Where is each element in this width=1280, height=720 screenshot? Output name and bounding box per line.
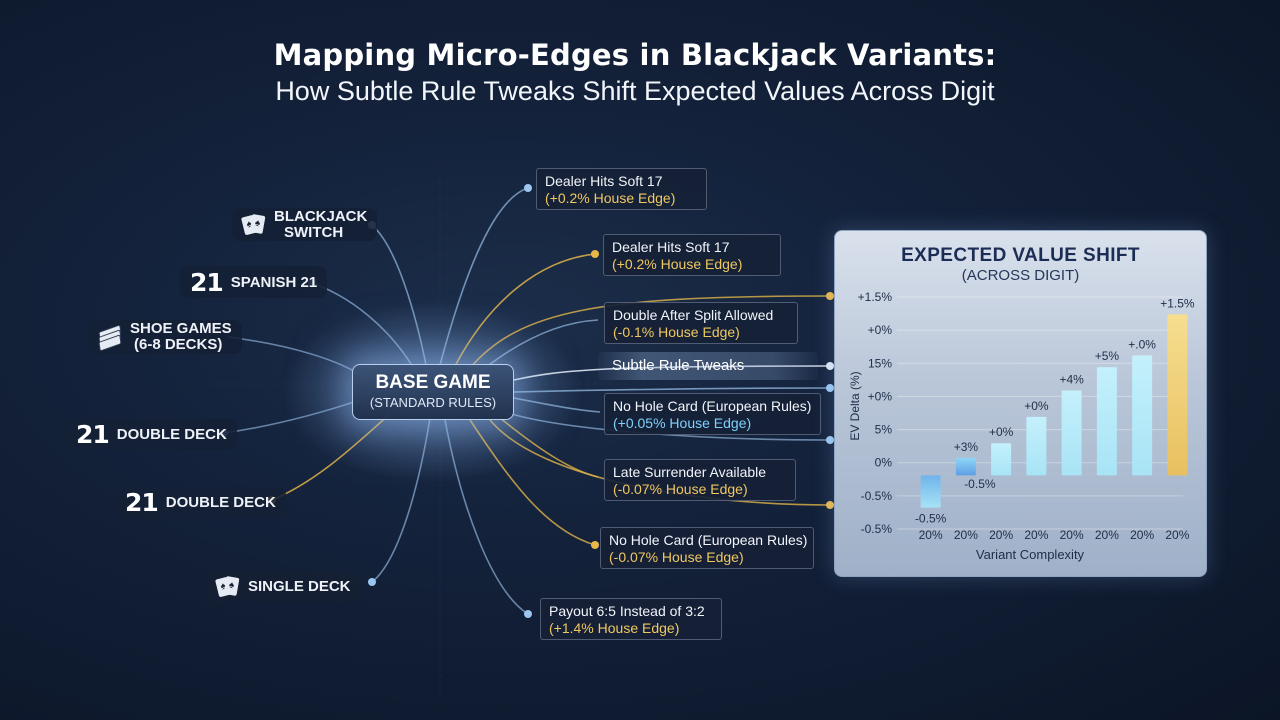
variant-shoe-games: SHOE GAMES(6-8 DECKS) xyxy=(88,320,242,354)
connector-dot xyxy=(591,541,599,549)
page-subtitle: How Subtle Rule Tweaks Shift Expected Va… xyxy=(275,76,995,106)
rule-edge: (+1.4% House Edge) xyxy=(549,620,680,636)
x-tick-label: 20% xyxy=(1024,528,1048,542)
variant-label: SPANISH 21 xyxy=(230,273,318,291)
bar xyxy=(955,457,976,476)
data-label: +1.5% xyxy=(1160,296,1195,310)
y-tick-label: 15% xyxy=(868,356,892,370)
x-tick-label: 20% xyxy=(1130,528,1154,542)
twenty-one-badge: 21 xyxy=(190,267,224,297)
rule-box: No Hole Card (European Rules) (+0.05% Ho… xyxy=(604,393,821,435)
y-tick-label: -0.5% xyxy=(861,522,893,536)
x-tick-label: 20% xyxy=(989,528,1013,542)
connector-dot xyxy=(591,250,599,258)
variant-label: SINGLE DECK xyxy=(248,578,351,595)
connector-dot xyxy=(826,292,834,300)
connector-dot xyxy=(368,578,376,586)
variant-label: BLACKJACK xyxy=(274,207,368,225)
y-tick-label: 0% xyxy=(875,456,893,470)
x-tick-label: 20% xyxy=(919,528,943,542)
data-label: +4% xyxy=(1059,373,1084,387)
rule-edge: (+0.2% House Edge) xyxy=(545,190,676,206)
connector-dot xyxy=(826,436,834,444)
rule-box: Dealer Hits Soft 17 (+0.2% House Edge) xyxy=(536,168,707,210)
data-label: +.0% xyxy=(1128,337,1156,351)
rule-name: Payout 6:5 Instead of 3:2 xyxy=(549,603,705,619)
tweaks-label: Subtle Rule Tweaks xyxy=(612,357,745,374)
y-tick-label: -0.5% xyxy=(861,489,893,503)
data-label: +0% xyxy=(989,425,1014,439)
ev-shift-chart-panel: EXPECTED VALUE SHIFT (ACROSS DIGIT) +1.5… xyxy=(834,230,1207,577)
y-tick-label: +0% xyxy=(868,323,893,337)
chart-title: EXPECTED VALUE SHIFT xyxy=(901,245,1140,266)
base-game-title: BASE GAME xyxy=(375,372,491,393)
rule-name: Dealer Hits Soft 17 xyxy=(612,239,730,255)
y-tick-label: +0% xyxy=(868,389,893,403)
connector-dot xyxy=(524,610,532,618)
connector-dot xyxy=(826,362,834,370)
playing-cards-icon: ♠♠ xyxy=(241,213,266,237)
x-tick-label: 20% xyxy=(954,528,978,542)
bar xyxy=(1132,355,1153,476)
base-game-subtitle: (STANDARD RULES) xyxy=(369,395,497,410)
playing-cards-icon: ♠♠ xyxy=(215,575,240,599)
twenty-one-badge: 21 xyxy=(76,420,110,449)
x-tick-label: 20% xyxy=(1095,528,1119,542)
data-label: -0.5% xyxy=(915,512,947,526)
rule-edge: (+0.2% House Edge) xyxy=(612,256,743,272)
rule-name: Late Surrender Available xyxy=(613,464,767,480)
card-stack-icon xyxy=(98,325,122,351)
rule-box: Dealer Hits Soft 17 (+0.2% House Edge) xyxy=(603,234,781,276)
y-tick-label: 5% xyxy=(875,423,893,437)
subtle-rule-tweaks-band: Subtle Rule Tweaks xyxy=(598,352,818,380)
bar xyxy=(1026,416,1047,476)
variant-label: DOUBLE DECK xyxy=(116,426,227,443)
bar-chart: +1.5% +0% 15% +0% 5% 0% -0.5% -0.5% EV Delta (%)… xyxy=(848,290,1195,562)
rule-name: No Hole Card (European Rules) xyxy=(613,398,812,414)
rule-name: No Hole Card (European Rules) xyxy=(609,532,808,548)
rule-box: No Hole Card (European Rules) (-0.07% Ho… xyxy=(600,527,814,569)
data-label: +0% xyxy=(1024,399,1049,413)
base-game-node: BASE GAME (STANDARD RULES) xyxy=(352,364,514,420)
variant-label: (6-8 DECKS) xyxy=(134,336,223,353)
bar xyxy=(1096,367,1117,476)
connector-dot xyxy=(826,501,834,509)
x-tick-label: 20% xyxy=(1165,528,1189,542)
rule-edge: (-0.07% House Edge) xyxy=(613,481,748,497)
y-tick-label: +1.5% xyxy=(858,290,893,304)
variant-double-deck: 21 DOUBLE DECK xyxy=(115,487,286,518)
variant-label: SHOE GAMES xyxy=(130,320,232,337)
page-title: Mapping Micro-Edges in Blackjack Variant… xyxy=(273,38,997,72)
variant-spanish-21: 21 SPANISH 21 xyxy=(180,266,328,298)
bar xyxy=(1167,314,1188,476)
variant-double-deck: 21 DOUBLE DECK xyxy=(66,419,237,450)
rule-edge: (+0.05% House Edge) xyxy=(613,415,752,431)
variant-label: DOUBLE DECK xyxy=(165,494,276,511)
bar xyxy=(1061,390,1082,476)
y-axis-label: EV Delta (%) xyxy=(848,371,862,440)
data-label: +3% xyxy=(954,440,979,454)
connector-dot xyxy=(524,184,532,192)
rule-name: Double After Split Allowed xyxy=(613,307,774,323)
rule-edge: (-0.07% House Edge) xyxy=(609,549,744,565)
header: Mapping Micro-Edges in Blackjack Variant… xyxy=(0,38,1270,107)
connector-dot xyxy=(826,384,834,392)
variant-label: SWITCH xyxy=(284,223,344,241)
rule-box: Payout 6:5 Instead of 3:2 (+1.4% House E… xyxy=(540,598,722,640)
rule-edge: (-0.1% House Edge) xyxy=(613,324,740,340)
x-tick-label: 20% xyxy=(1060,528,1084,542)
x-axis-label: Variant Complexity xyxy=(976,547,1085,562)
rule-box: Late Surrender Available (-0.07% House E… xyxy=(604,459,796,501)
bar xyxy=(991,443,1012,476)
variant-single-deck: ♠♠ SINGLE DECK xyxy=(206,571,361,602)
rule-name: Dealer Hits Soft 17 xyxy=(545,173,663,189)
bar xyxy=(920,475,941,508)
data-label: +5% xyxy=(1095,349,1120,363)
data-label: -0.5% xyxy=(964,477,996,491)
chart-subtitle: (ACROSS DIGIT) xyxy=(961,267,1080,284)
twenty-one-badge: 21 xyxy=(125,488,159,517)
rule-box: Double After Split Allowed (-0.1% House … xyxy=(604,302,798,344)
